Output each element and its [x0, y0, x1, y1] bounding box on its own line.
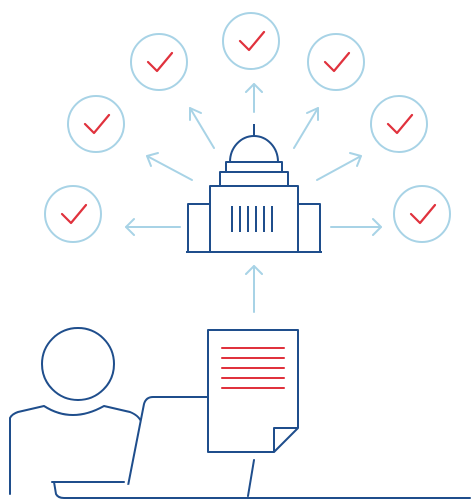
- document-fold: [273, 427, 298, 452]
- arrow-icon: [316, 152, 362, 181]
- check-icon: [60, 203, 88, 225]
- approval-circle-2: [67, 95, 125, 153]
- check-icon: [409, 203, 437, 225]
- document-page: [207, 329, 299, 453]
- approval-circle-4: [222, 12, 280, 70]
- document-lines: [221, 347, 285, 389]
- laptop-stand: [247, 459, 255, 497]
- document-icon: [207, 329, 299, 453]
- arrow-icon: [293, 107, 319, 149]
- person-head: [41, 327, 115, 401]
- arrow-icon: [146, 152, 193, 181]
- arrow-icon: [330, 218, 382, 236]
- arrows: [125, 83, 382, 313]
- approval-circle-7: [393, 185, 451, 243]
- person-icon: [9, 327, 143, 495]
- checkmarks: [60, 30, 437, 225]
- check-icon: [323, 51, 351, 73]
- person-body: [9, 405, 143, 495]
- approval-circle-3: [130, 33, 188, 91]
- approval-circle-6: [370, 95, 428, 153]
- arrow-icon: [245, 83, 263, 113]
- approval-circle-1: [44, 185, 102, 243]
- capitol-building-icon: [186, 124, 322, 253]
- approval-circle-5: [307, 33, 365, 91]
- check-icon: [146, 51, 174, 73]
- arrow-icon: [245, 265, 263, 313]
- arrow-icon: [125, 218, 181, 236]
- check-icon: [83, 113, 111, 135]
- check-icon: [386, 113, 414, 135]
- arrow-icon: [189, 107, 215, 149]
- check-icon: [238, 30, 266, 52]
- approval-circles: [44, 12, 451, 243]
- laptop-base: [53, 481, 471, 499]
